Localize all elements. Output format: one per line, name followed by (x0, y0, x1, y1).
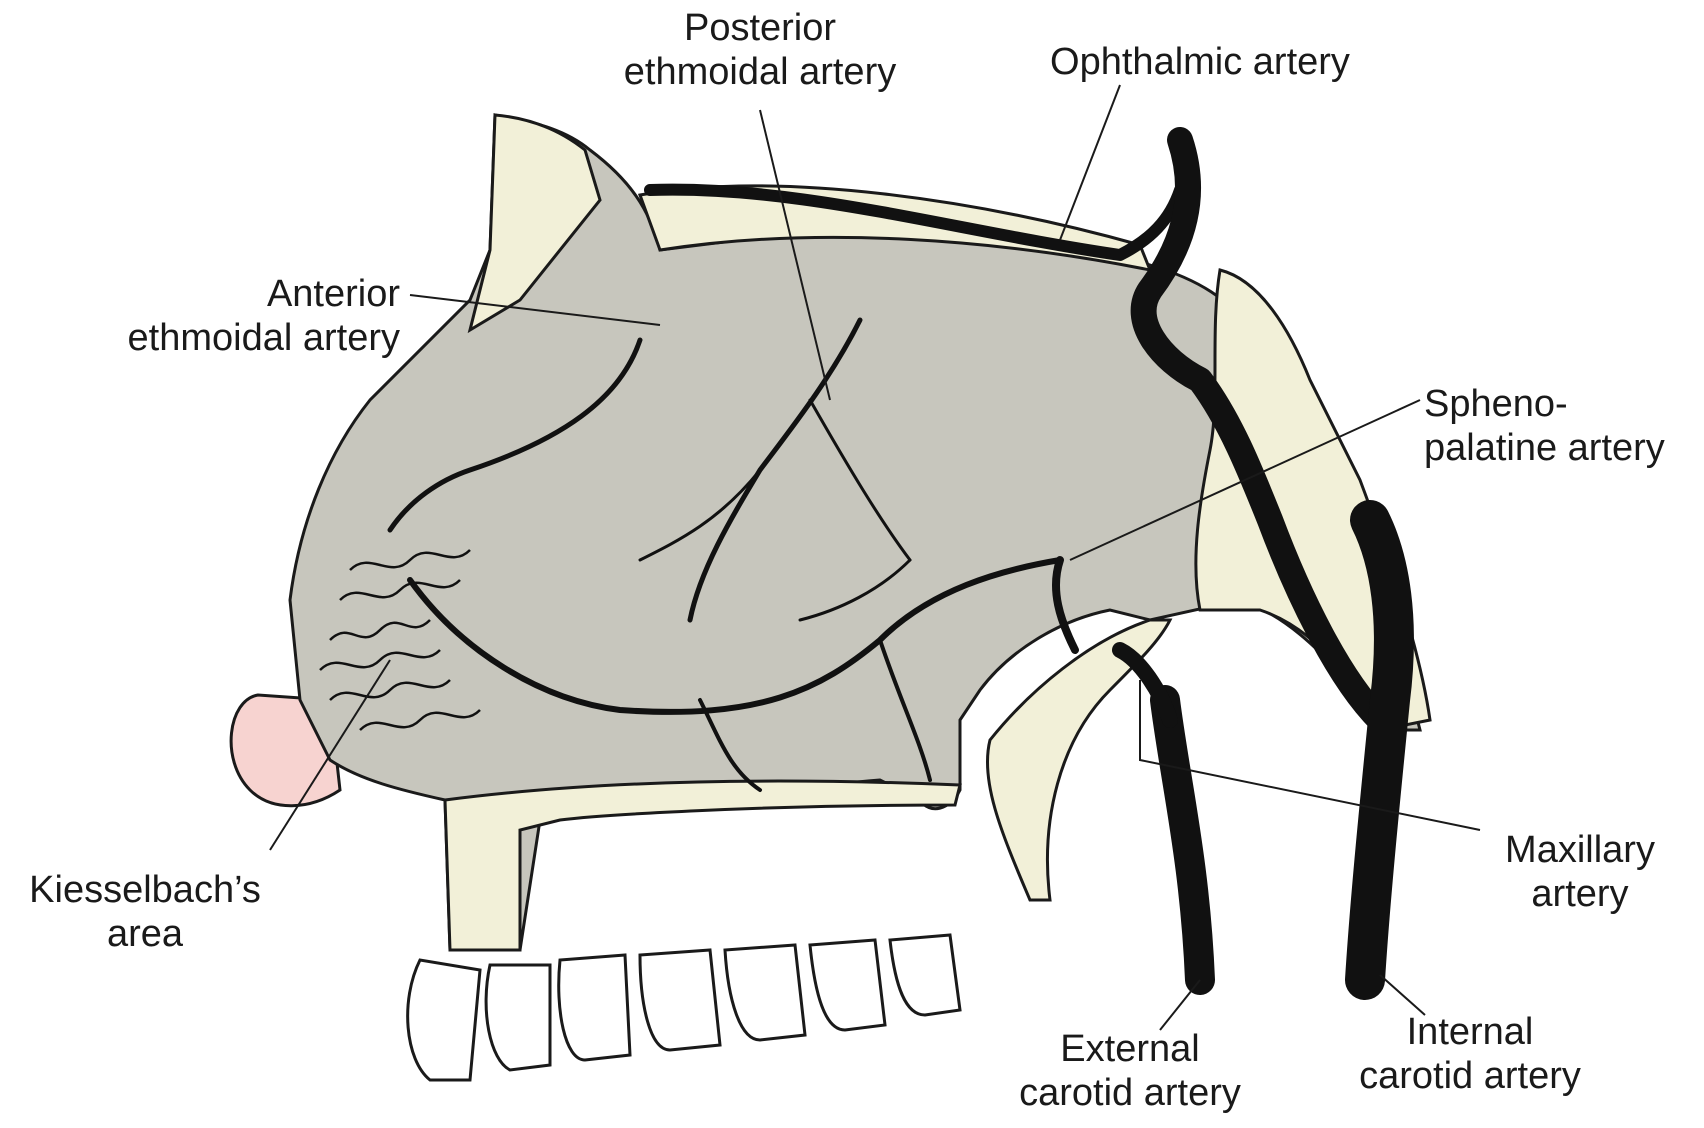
teeth (408, 935, 960, 1080)
leader-external-carotid (1160, 980, 1200, 1030)
label-anterior-ethmoidal: Anterior ethmoidal artery (70, 272, 400, 360)
external-carotid-artery (1165, 700, 1200, 980)
label-posterior-ethmoidal: Posterior ethmoidal artery (600, 6, 920, 94)
label-kiesselbach: Kiesselbach’s area (10, 868, 280, 956)
label-external-carotid: External carotid artery (1000, 1027, 1260, 1115)
leader-ophthalmic (1060, 85, 1120, 240)
label-ophthalmic: Ophthalmic artery (1010, 40, 1390, 84)
leader-internal-carotid (1380, 975, 1425, 1015)
label-internal-carotid: Internal carotid artery (1335, 1010, 1605, 1098)
label-sphenopalatine: Spheno- palatine artery (1424, 382, 1694, 470)
label-maxillary: Maxillary artery (1490, 828, 1670, 916)
maxillary-artery (1120, 650, 1170, 720)
